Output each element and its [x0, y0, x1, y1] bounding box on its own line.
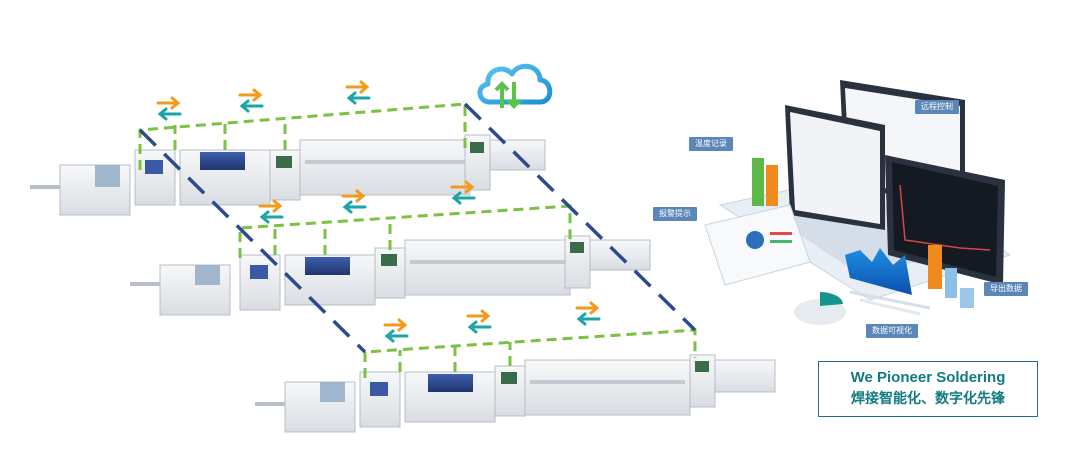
cloud-sync-icon — [477, 63, 553, 109]
slogan-english: We Pioneer Soldering — [850, 369, 1006, 386]
label-export-data: 导出数据 — [984, 282, 1028, 296]
network-links — [138, 102, 697, 378]
transfer-arrows-icon — [156, 80, 601, 343]
label-temperature-record: 温度记录 — [689, 137, 733, 151]
label-remote-control: 远程控制 — [915, 100, 959, 114]
slogan-box: We Pioneer Soldering 焊接智能化、数字化先锋 — [818, 361, 1038, 417]
label-alarm-prompt: 报警提示 — [653, 207, 697, 221]
perspective-lines — [138, 102, 697, 354]
production-line-3 — [255, 354, 776, 433]
dashboard-illustration — [704, 80, 1012, 325]
slogan-chinese: 焊接智能化、数字化先锋 — [851, 391, 1005, 407]
production-line-2 — [130, 235, 651, 316]
label-data-visualization: 数据可视化 — [866, 324, 918, 338]
production-line-1 — [30, 134, 546, 216]
